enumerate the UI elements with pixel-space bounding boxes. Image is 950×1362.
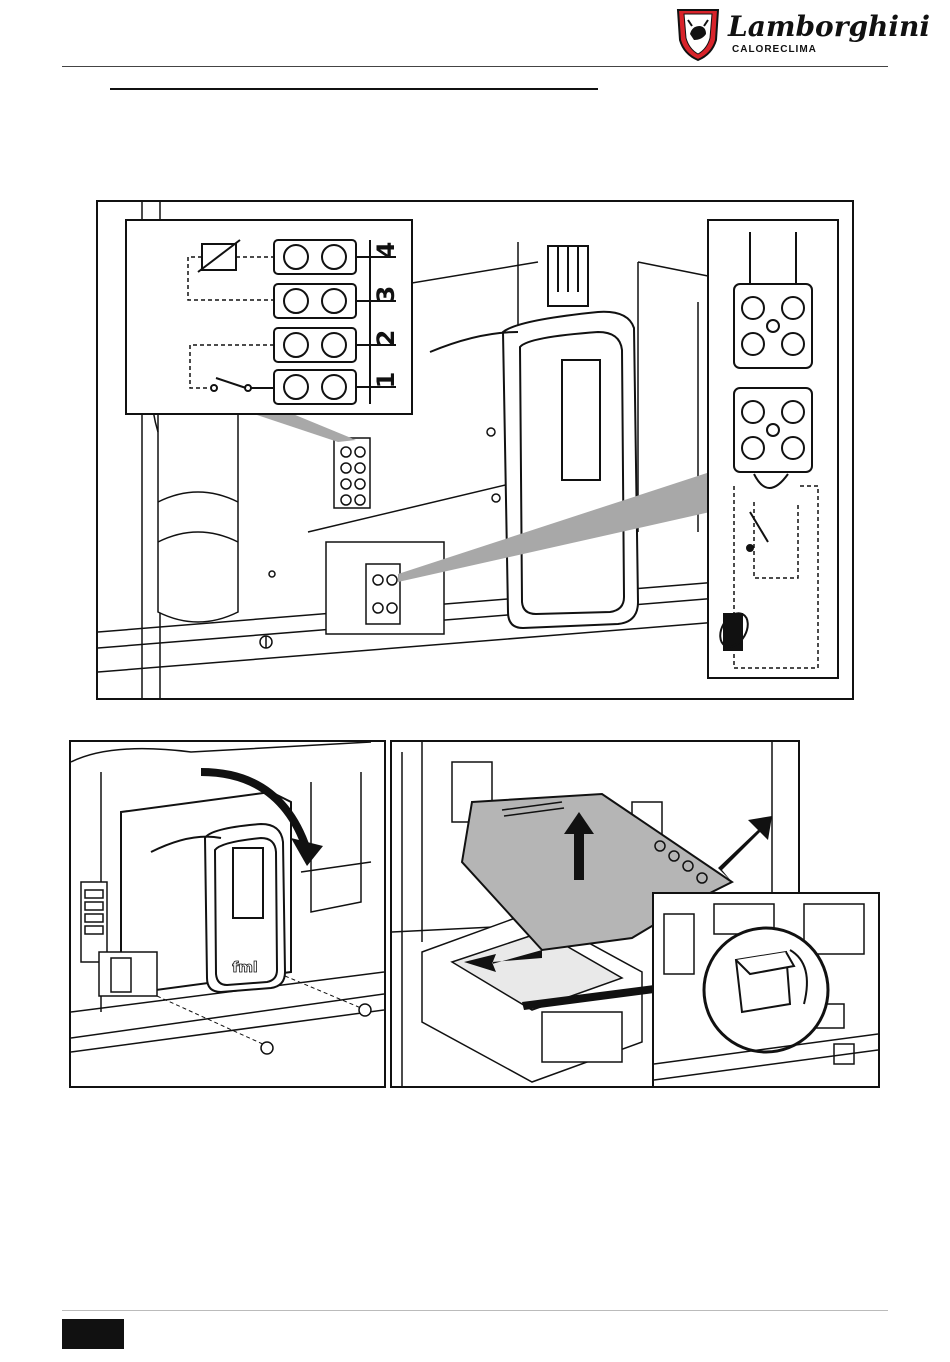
figure-wiring-terminals: 4 3 2 1 <box>96 200 854 700</box>
page-number-tab <box>62 1319 124 1349</box>
wiring-terminal-illustration: 4 3 2 1 <box>98 202 852 698</box>
terminal-number-4: 4 <box>372 242 400 259</box>
figure-fuse-detail <box>652 892 880 1088</box>
figure-open-control-panel: fml <box>69 740 386 1088</box>
terminal-number-1: 1 <box>372 372 400 389</box>
terminal-number-3: 3 <box>372 286 400 303</box>
brand-subtitle: CALORECLIMA <box>732 44 817 55</box>
terminal-number-2: 2 <box>372 330 400 347</box>
control-panel-removal-illustration: fml <box>71 742 384 1086</box>
fuse-detail-illustration <box>654 894 878 1086</box>
brand-name: Lamborghini <box>728 10 930 43</box>
brand-logo: Lamborghini CALORECLIMA <box>672 4 892 64</box>
section-title-underline <box>110 88 598 90</box>
header-rule <box>62 66 888 67</box>
panel-label: fml <box>232 960 257 976</box>
footer-rule <box>62 1310 888 1311</box>
